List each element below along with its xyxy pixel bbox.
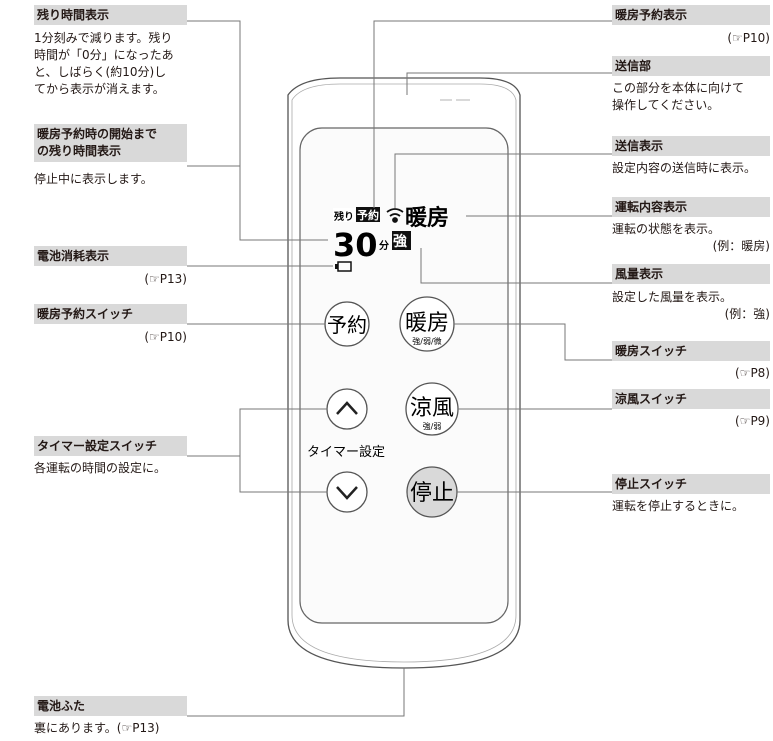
svg-text:停止: 停止: [410, 481, 454, 506]
remaining-time-header: 残り時間表示: [34, 5, 187, 25]
cool-switch-ref: (☞P9): [735, 414, 770, 428]
heating-switch-ref: (☞P8): [735, 366, 770, 380]
heating-reserve-switch-header: 暖房予約スイッチ: [34, 304, 187, 324]
transmitter-line-2: 操作してください。: [612, 98, 720, 112]
stop-button[interactable]: 停止: [406, 466, 458, 518]
heating-reserve-switch-ref: (☞P10): [144, 330, 187, 344]
lcd-minutes: 30: [333, 226, 378, 264]
heating-reserve-remaining-title-1: 暖房予約時の開始まで: [37, 127, 158, 141]
transmit-display-body: 設定内容の送信時に表示。: [612, 161, 757, 175]
timer-up-button[interactable]: [326, 388, 368, 430]
svg-text:涼風: 涼風: [410, 396, 454, 421]
battery-cover-header: 電池ふた: [34, 696, 187, 716]
transmitter-header: 送信部: [612, 56, 770, 76]
battery-icon: [335, 261, 352, 272]
operation-display-header: 運転内容表示: [612, 197, 770, 217]
heating-button[interactable]: 暖房 強/弱/微: [399, 296, 455, 352]
fan-display-example: (例：強): [724, 307, 770, 321]
lcd-signal-icon: [386, 208, 404, 223]
timer-down-button[interactable]: [326, 471, 368, 513]
reserve-button[interactable]: 予約: [324, 301, 370, 347]
svg-text:強/弱/微: 強/弱/微: [412, 336, 441, 346]
remaining-time-line-4: てから表示が消えます。: [34, 82, 165, 96]
remaining-time-line-2: 時間が「0分」になったあ: [34, 48, 174, 62]
timer-setting-label: タイマー設定: [307, 444, 385, 460]
operation-display-body: 運転の状態を表示。: [612, 222, 721, 236]
leader-lines: [187, 20, 612, 717]
remote-front-panel: [299, 127, 509, 624]
heating-reserve-remaining-body: 停止中に表示します。: [34, 172, 153, 186]
battery-indicator-header: 電池消耗表示: [34, 246, 187, 266]
lcd-strength: 強: [393, 233, 407, 250]
heating-reserve-display-ref: (☞P10): [727, 31, 770, 45]
heating-switch-header: 暖房スイッチ: [612, 341, 770, 361]
lcd-reserve-label: 予約: [357, 208, 379, 222]
operation-display-example: (例：暖房): [712, 239, 770, 253]
timer-switch-body: 各運転の時間の設定に。: [34, 461, 167, 475]
heating-reserve-remaining-header: 暖房予約時の開始まで の残り時間表示: [34, 124, 187, 162]
remaining-time-line-1: 1分刻みで減ります。残り: [34, 31, 173, 45]
lcd-remain-badge: [333, 208, 355, 222]
lcd-minutes-unit: 分: [379, 239, 389, 252]
chevron-up-icon: [336, 401, 358, 415]
lcd-strength-box: [392, 231, 411, 250]
fan-display-body: 設定した風量を表示。: [612, 290, 733, 304]
lcd-remain-label: 残り: [334, 210, 354, 223]
transmit-display-header: 送信表示: [612, 136, 770, 156]
stop-switch-body: 運転を停止するときに。: [612, 499, 745, 513]
cool-button[interactable]: 涼風 強/弱: [405, 382, 459, 436]
timer-switch-header: タイマー設定スイッチ: [34, 436, 187, 456]
stop-switch-header: 停止スイッチ: [612, 474, 770, 494]
heating-reserve-remaining-title-2: の残り時間表示: [37, 144, 122, 158]
remote-body-inner-edge: [291, 83, 517, 663]
chevron-down-icon: [336, 486, 358, 500]
svg-text:強/弱: 強/弱: [423, 421, 442, 431]
cool-switch-header: 涼風スイッチ: [612, 389, 770, 409]
heating-reserve-display-header: 暖房予約表示: [612, 5, 770, 25]
svg-text:暖房: 暖房: [405, 311, 449, 336]
remaining-time-line-3: と、しばらく(約10分)し: [34, 65, 167, 79]
transmitter-line-1: この部分を本体に向けて: [612, 81, 745, 95]
fan-display-header: 風量表示: [612, 264, 770, 284]
lcd-mode: 暖房: [405, 205, 449, 231]
lcd-reserve-badge: [356, 207, 380, 222]
svg-text:予約: 予約: [327, 313, 367, 337]
battery-indicator-ref: (☞P13): [144, 272, 187, 286]
battery-cover-body: 裏にあります。(☞P13): [34, 721, 160, 735]
